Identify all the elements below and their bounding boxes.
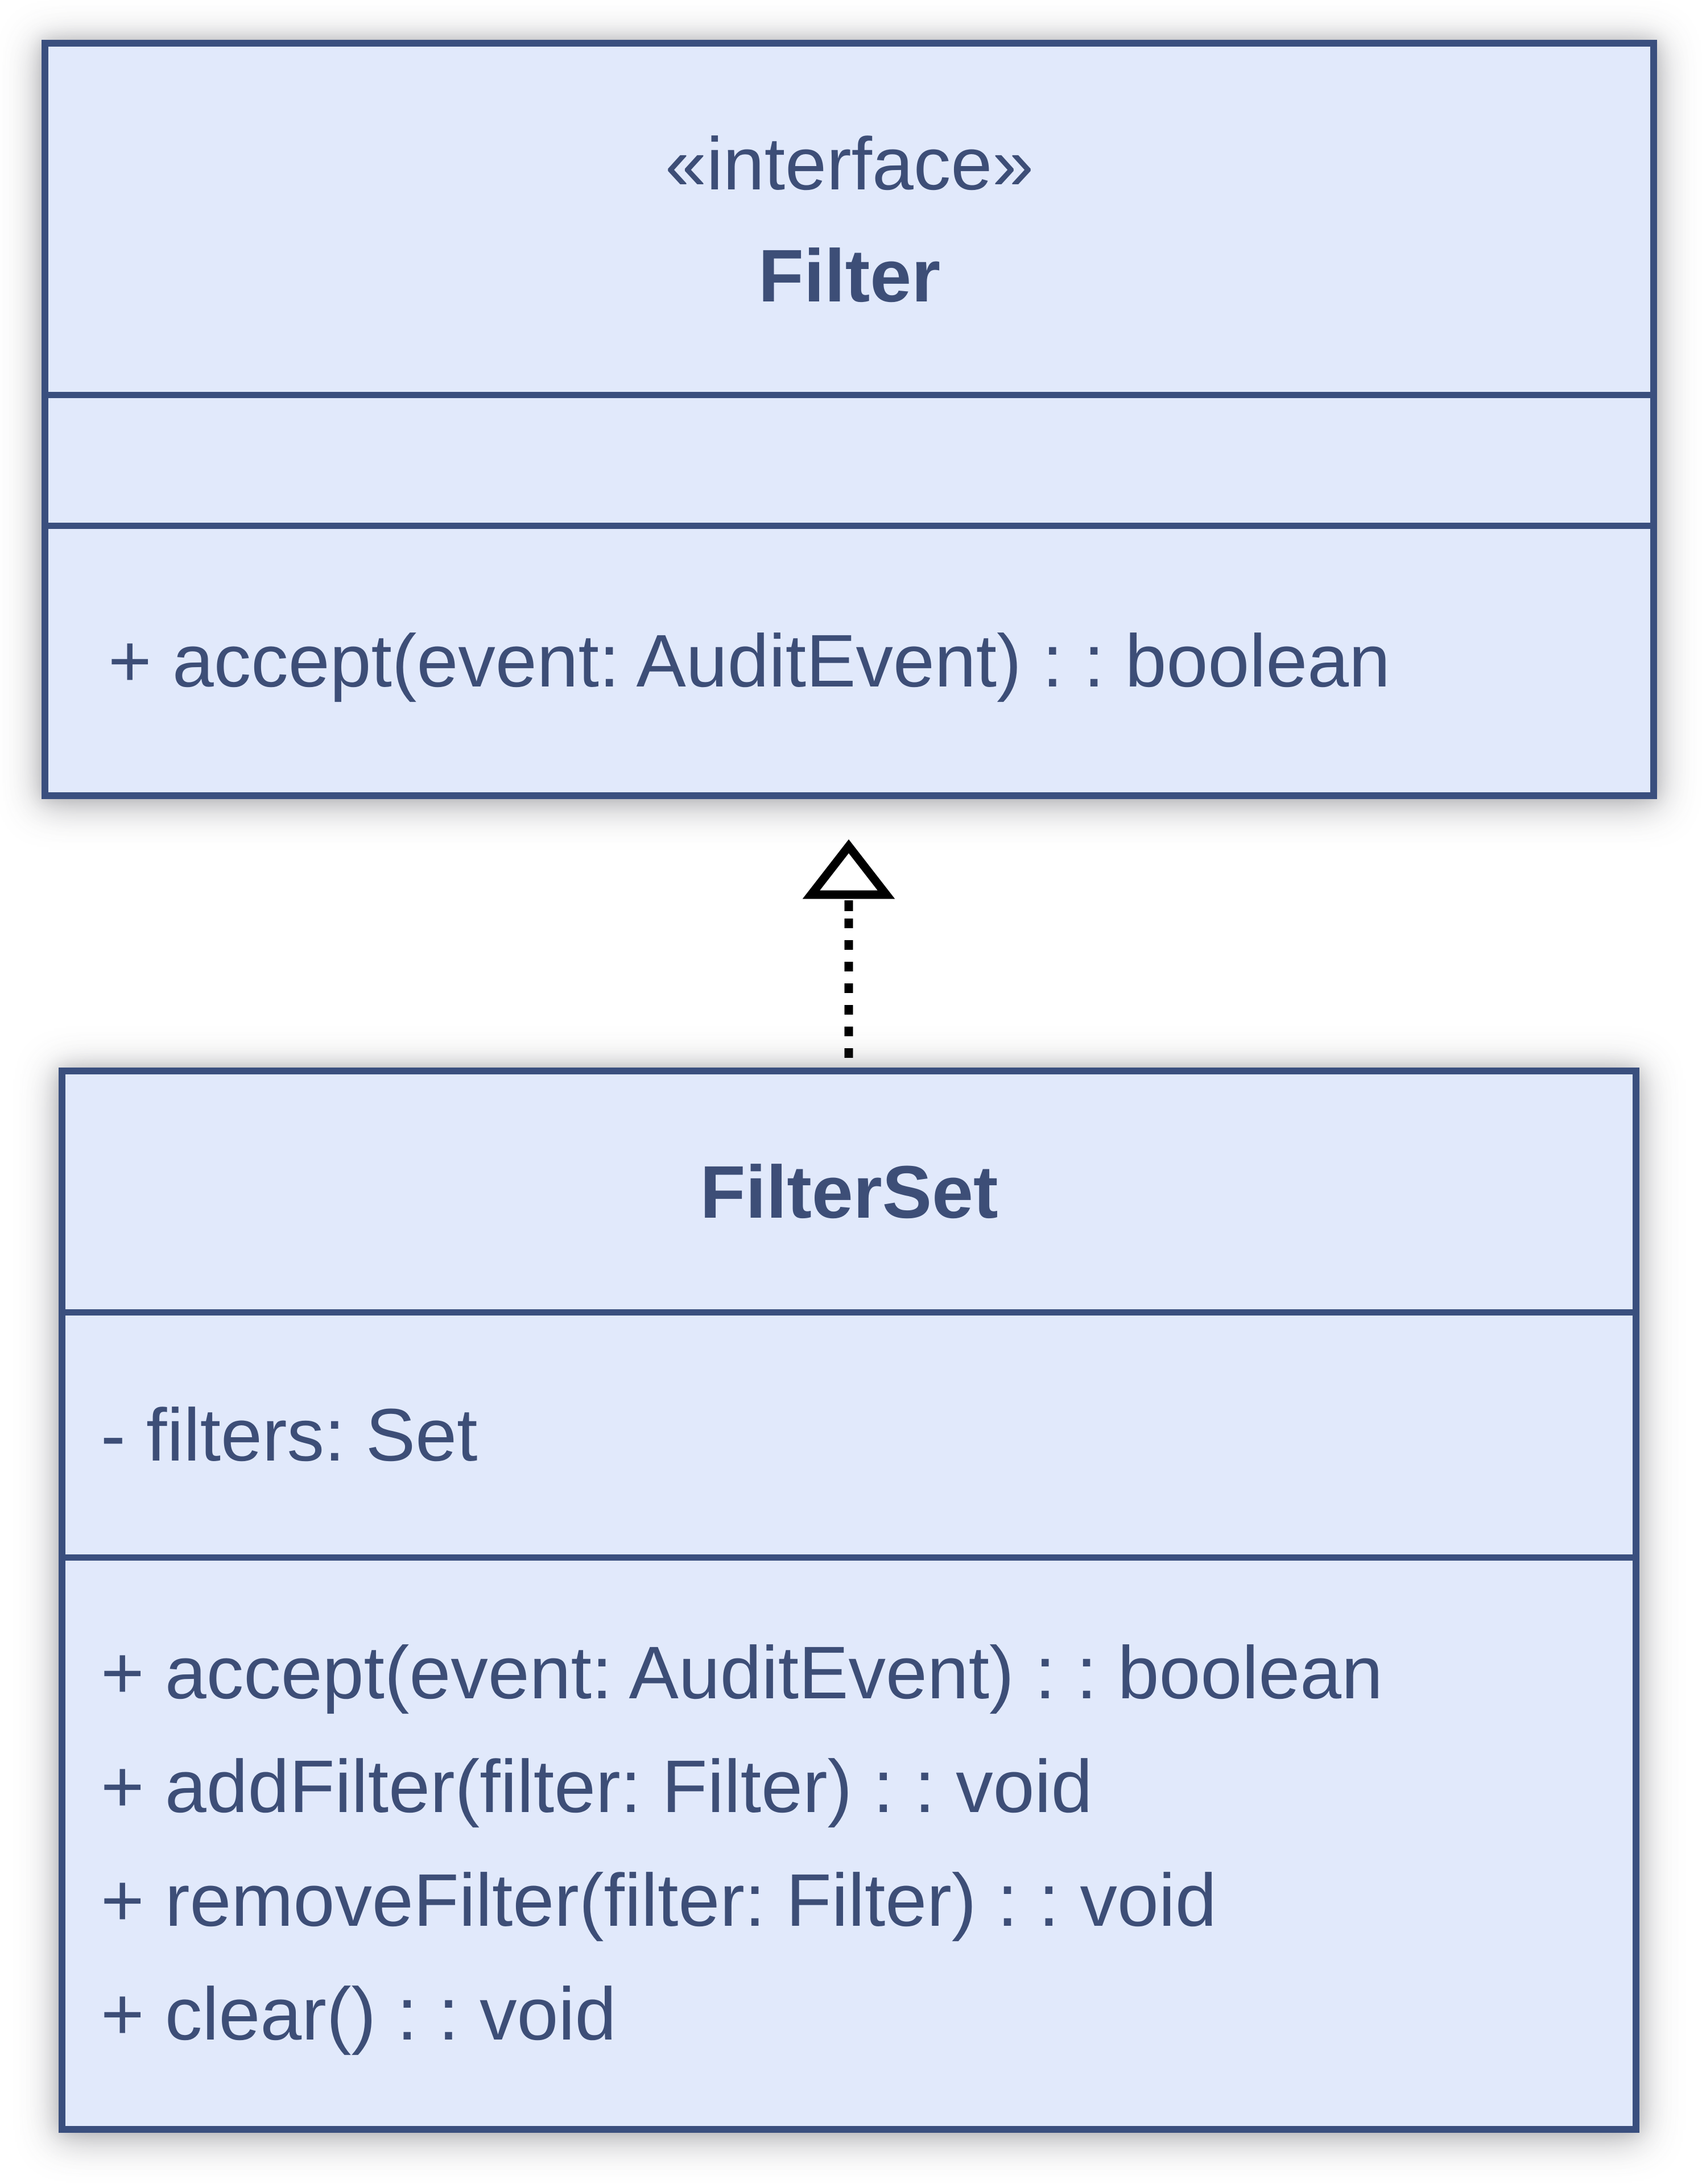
filter-class-name: Filter [758, 233, 941, 317]
filter-method-accept: + accept(event: AuditEvent) : : boolean [108, 618, 1390, 702]
class-box-filterset: FilterSet - filters: Set + accept(event:… [59, 1068, 1639, 2133]
filterset-methods-compartment: + accept(event: AuditEvent) : : boolean … [65, 1561, 1633, 2126]
filterset-method-accept: + accept(event: AuditEvent) : : boolean [101, 1631, 1383, 1714]
filterset-class-name: FilterSet [700, 1150, 998, 1234]
filterset-header-compartment: FilterSet [65, 1074, 1633, 1316]
realization-arrow [802, 839, 895, 1068]
filterset-attribute-filters: - filters: Set [101, 1393, 478, 1476]
filter-header-compartment: «interface» Filter [48, 47, 1650, 398]
filter-attributes-compartment-empty [48, 398, 1650, 529]
filter-methods-compartment: + accept(event: AuditEvent) : : boolean [48, 529, 1650, 792]
class-box-filter: «interface» Filter + accept(event: Audit… [42, 40, 1657, 799]
filterset-method-clear: + clear() : : void [101, 1972, 617, 2055]
filterset-method-addfilter: + addFilter(filter: Filter) : : void [101, 1744, 1093, 1828]
hollow-triangle-arrowhead-icon [802, 839, 895, 899]
filterset-attributes-compartment: - filters: Set [65, 1316, 1633, 1561]
filterset-method-removefilter: + removeFilter(filter: Filter) : : void [101, 1858, 1217, 1942]
filter-stereotype-label: «interface» [664, 121, 1034, 205]
